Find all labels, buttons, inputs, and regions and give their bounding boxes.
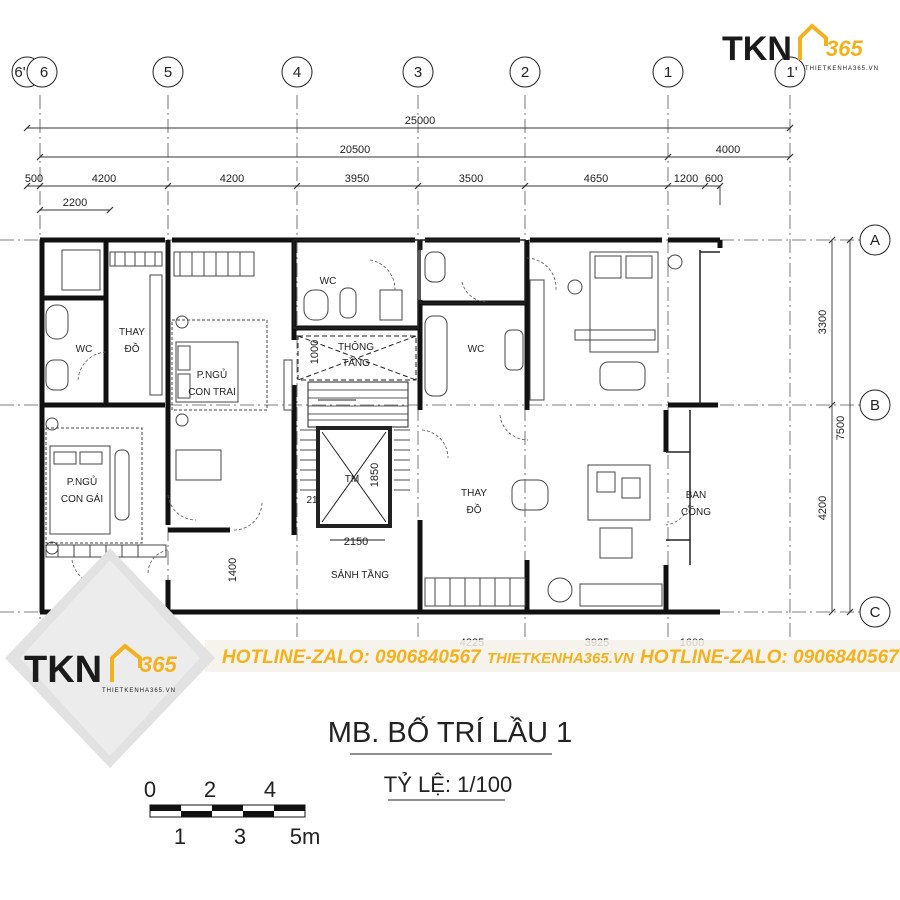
room-label-wc-center: WC — [320, 276, 337, 287]
dim-side: 4000 — [716, 144, 740, 156]
room-label-lobby: SẢNH TẦNG — [331, 568, 389, 581]
banner-website: THIETKENHA365.VN — [487, 650, 635, 667]
logo-small-tagline: THIETKENHA365.VN — [805, 66, 879, 72]
drawing-scale: TỶ LỆ: 1/100 — [384, 772, 512, 797]
room-label-thay-do-left-2: ĐỒ — [125, 342, 140, 355]
scale-label-1: 1 — [174, 824, 186, 849]
axis-label-b: B — [870, 397, 880, 414]
furniture — [45, 249, 683, 607]
axis-bubbles-right — [859, 224, 891, 628]
scale-label-5m: 5m — [290, 824, 321, 849]
room-label-ban-cong-2: CÔNG — [681, 505, 711, 518]
banner-hotline-1: HOTLINE-ZALO: 0906840567 — [222, 647, 482, 668]
axis-label-a: A — [870, 232, 880, 249]
dim-total: 25000 — [405, 115, 436, 127]
room-label-bed-daughter-2: CON GÁI — [61, 492, 103, 505]
logo-small-num: 365 — [826, 36, 863, 61]
thin-walls — [293, 239, 720, 565]
scale-label-0: 0 — [144, 777, 156, 802]
logo-large-house-icon — [110, 643, 142, 682]
dim-span-3: 4200 — [220, 173, 244, 185]
room-label-bed-son-1: P.NGỦ — [197, 368, 227, 381]
room-label-wc-right: WC — [468, 344, 485, 355]
dim-stair-width: 2150 — [344, 536, 368, 548]
dim-span-5: 3500 — [459, 173, 483, 185]
stair-elevator-core — [297, 335, 417, 541]
logo-small-house-icon — [798, 23, 828, 60]
dim-span-2: 4200 — [92, 173, 116, 185]
room-label-thong-tang-1: THÔNG — [338, 340, 374, 353]
room-label-ban-cong-1: BAN — [686, 490, 707, 501]
dim-span-6: 4650 — [584, 173, 608, 185]
dimension-lines-right — [828, 236, 854, 616]
dim-sub-span: 2200 — [63, 197, 87, 209]
room-label-thong-tang-2: TẦNG — [342, 356, 370, 369]
banner-bar — [205, 640, 900, 672]
dim-span-8: 600 — [705, 173, 723, 185]
axis-label-3: 3 — [414, 64, 422, 81]
grid-lines — [0, 95, 862, 640]
axis-label-5: 5 — [164, 64, 172, 81]
room-label-bed-daughter-1: P.NGỦ — [67, 475, 97, 488]
stair-step-mark: 21 — [306, 495, 318, 506]
dim-right-total: 7500 — [835, 416, 847, 440]
room-label-elevator: TM — [345, 474, 359, 485]
dim-stair-depth: 1850 — [369, 463, 381, 487]
drawing-title: MB. BỐ TRÍ LẦU 1 — [328, 715, 572, 749]
axis-label-4: 4 — [293, 64, 301, 81]
dim-lobby-depth: 1400 — [227, 558, 239, 582]
axis-label-1prime: 1' — [786, 64, 797, 81]
dim-right-span-1: 3300 — [817, 310, 829, 334]
dim-span-1: 500 — [25, 173, 43, 185]
scale-label-4: 4 — [264, 777, 276, 802]
scale-label-2: 2 — [204, 777, 216, 802]
dim-void-depth: 1000 — [309, 340, 321, 364]
scale-label-3: 3 — [234, 824, 246, 849]
logo-large-num: 365 — [140, 652, 177, 677]
room-label-bed-son-2: CON TRAI — [188, 387, 236, 398]
logo-large-main: TKN — [24, 649, 102, 691]
axis-label-6: 6 — [40, 64, 48, 81]
scale-bar — [149, 804, 306, 818]
room-label-thay-do-right-1: THAY — [461, 488, 487, 499]
axis-label-6prime: 6' — [14, 64, 25, 81]
brand-logo-small: TKN 365 THIETKENHA365.VN — [722, 23, 879, 72]
room-label-thay-do-right-2: ĐỒ — [467, 503, 482, 516]
room-label-wc-left: WC — [76, 344, 93, 355]
door-swings — [71, 257, 691, 586]
dim-main: 20500 — [340, 144, 371, 156]
dimension-lines-top — [23, 124, 794, 214]
axis-bubbles-top — [11, 56, 806, 88]
axis-label-1: 1 — [664, 64, 672, 81]
dim-span-7: 1200 — [674, 173, 698, 185]
banner-hotline-2: HOTLINE-ZALO: 0906840567 — [640, 647, 900, 668]
dim-right-span-2: 4200 — [817, 496, 829, 520]
dim-span-4: 3950 — [345, 173, 369, 185]
room-label-thay-do-left-1: THAY — [119, 327, 145, 338]
brand-logo-large: TKN 365 THIETKENHA365.VN — [24, 643, 177, 694]
logo-small-main: TKN — [722, 30, 792, 68]
axis-label-c: C — [870, 604, 881, 621]
axis-label-2: 2 — [521, 64, 529, 81]
logo-large-tagline: THIETKENHA365.VN — [102, 688, 176, 694]
